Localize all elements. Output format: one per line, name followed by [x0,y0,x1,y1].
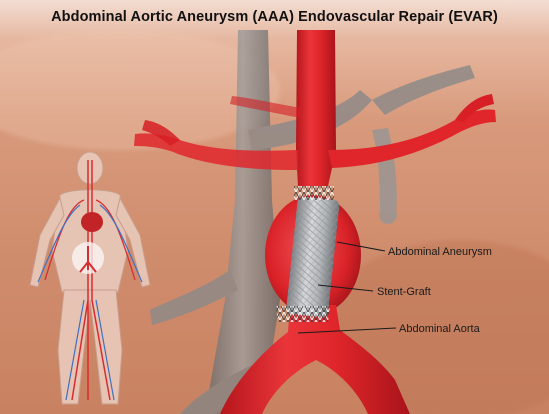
label-stent-graft: Stent-Graft [377,286,431,298]
body-figure [30,152,150,404]
label-abdominal-aneurysm: Abdominal Aneurysm [388,246,492,258]
label-abdominal-aorta: Abdominal Aorta [399,323,481,335]
diagram-title: Abdominal Aortic Aneurysm (AAA) Endovasc… [0,9,549,25]
